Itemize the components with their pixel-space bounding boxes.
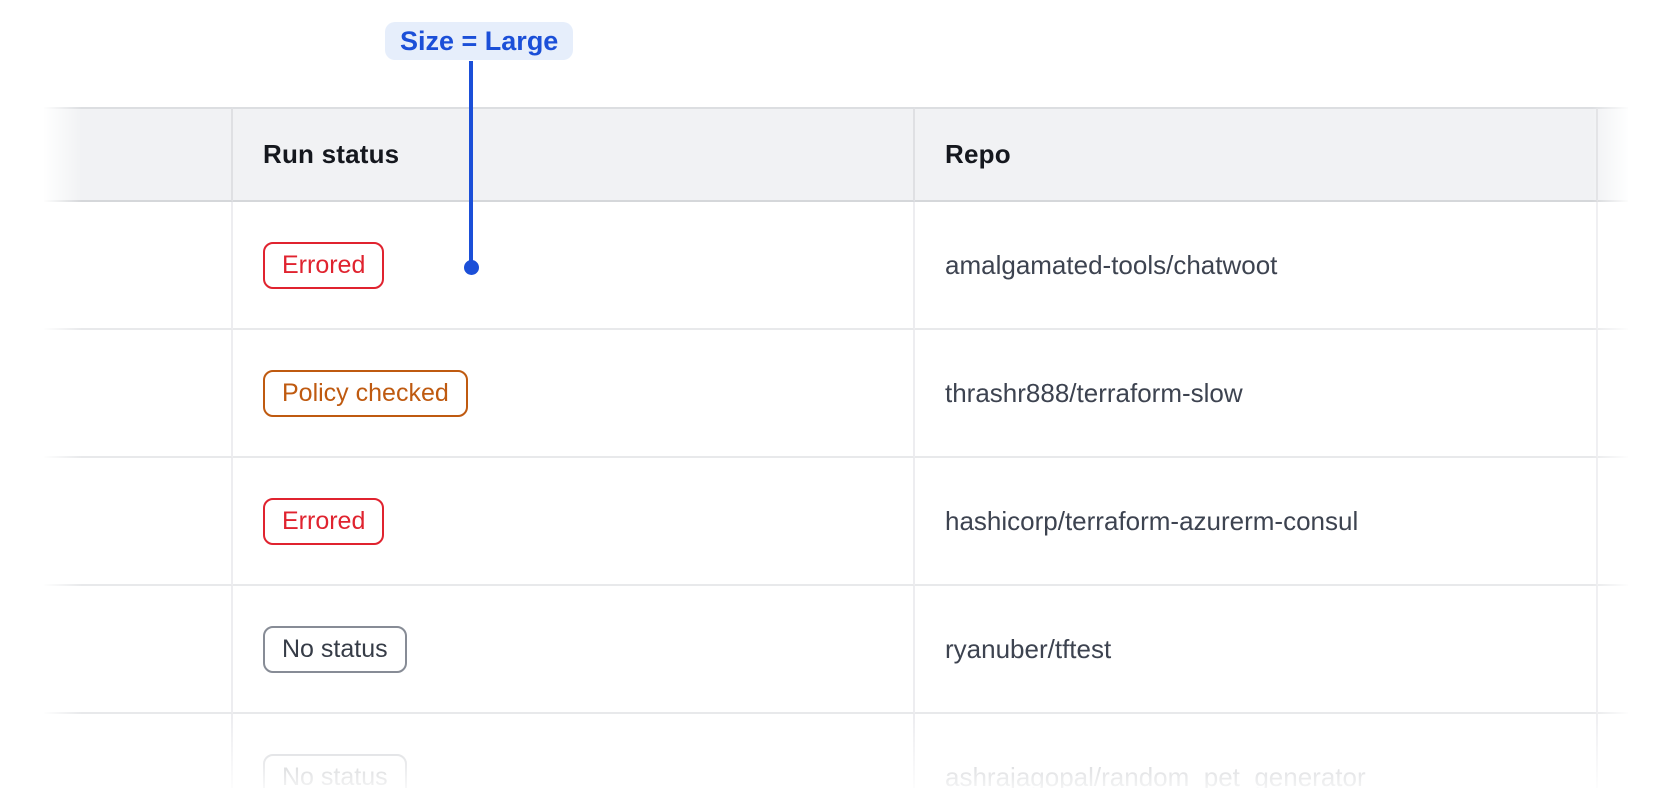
status-badge: No status (263, 625, 407, 673)
status-badge: Errored (263, 241, 385, 289)
repo-name: hashicorp/terraform-azurerm-consul (945, 505, 1359, 536)
table-row-cell-blank[interactable] (44, 202, 233, 330)
run-status-cell[interactable]: Errored (233, 458, 915, 586)
table-row-cell-overflow[interactable] (1598, 330, 1628, 458)
repo-cell[interactable]: amalgamated-tools/chatwoot (915, 202, 1598, 330)
column-header-repo: Repo (915, 107, 1598, 202)
table-row-cell-overflow[interactable] (1598, 714, 1628, 788)
run-status-cell[interactable]: No status (233, 714, 915, 788)
table-row-cell-blank[interactable] (44, 714, 233, 788)
repo-name: thrashr888/terraform-slow (945, 377, 1243, 408)
run-status-cell[interactable]: No status (233, 586, 915, 714)
status-badge: Policy checked (263, 369, 468, 417)
repo-cell[interactable]: hashicorp/terraform-azurerm-consul (915, 458, 1598, 586)
column-header-blank (44, 107, 233, 202)
repo-cell[interactable]: ashrajagopal/random_pet_generator (915, 714, 1598, 788)
annotation-connector-line (469, 61, 473, 262)
repo-name: ryanuber/tftest (945, 633, 1112, 664)
table-row-cell-blank[interactable] (44, 586, 233, 714)
repo-name: amalgamated-tools/chatwoot (945, 249, 1278, 280)
repo-cell[interactable]: ryanuber/tftest (915, 586, 1598, 714)
table-row-cell-overflow[interactable] (1598, 586, 1628, 714)
size-annotation-label: Size = Large (385, 22, 574, 60)
column-header-run-status: Run status (233, 107, 915, 202)
column-header-overflow (1598, 107, 1628, 202)
runs-table: Run status Repo Errored amalgamated-tool… (44, 107, 1628, 788)
repo-cell[interactable]: thrashr888/terraform-slow (915, 330, 1598, 458)
annotation-endpoint-dot (464, 260, 479, 275)
run-status-cell[interactable]: Policy checked (233, 330, 915, 458)
table-row-cell-overflow[interactable] (1598, 202, 1628, 330)
run-status-cell[interactable]: Errored (233, 202, 915, 330)
status-badge: Errored (263, 497, 385, 545)
repo-name: ashrajagopal/random_pet_generator (945, 761, 1366, 788)
table-row-cell-overflow[interactable] (1598, 458, 1628, 586)
table-row-cell-blank[interactable] (44, 458, 233, 586)
table-row-cell-blank[interactable] (44, 330, 233, 458)
status-badge: No status (263, 753, 407, 788)
